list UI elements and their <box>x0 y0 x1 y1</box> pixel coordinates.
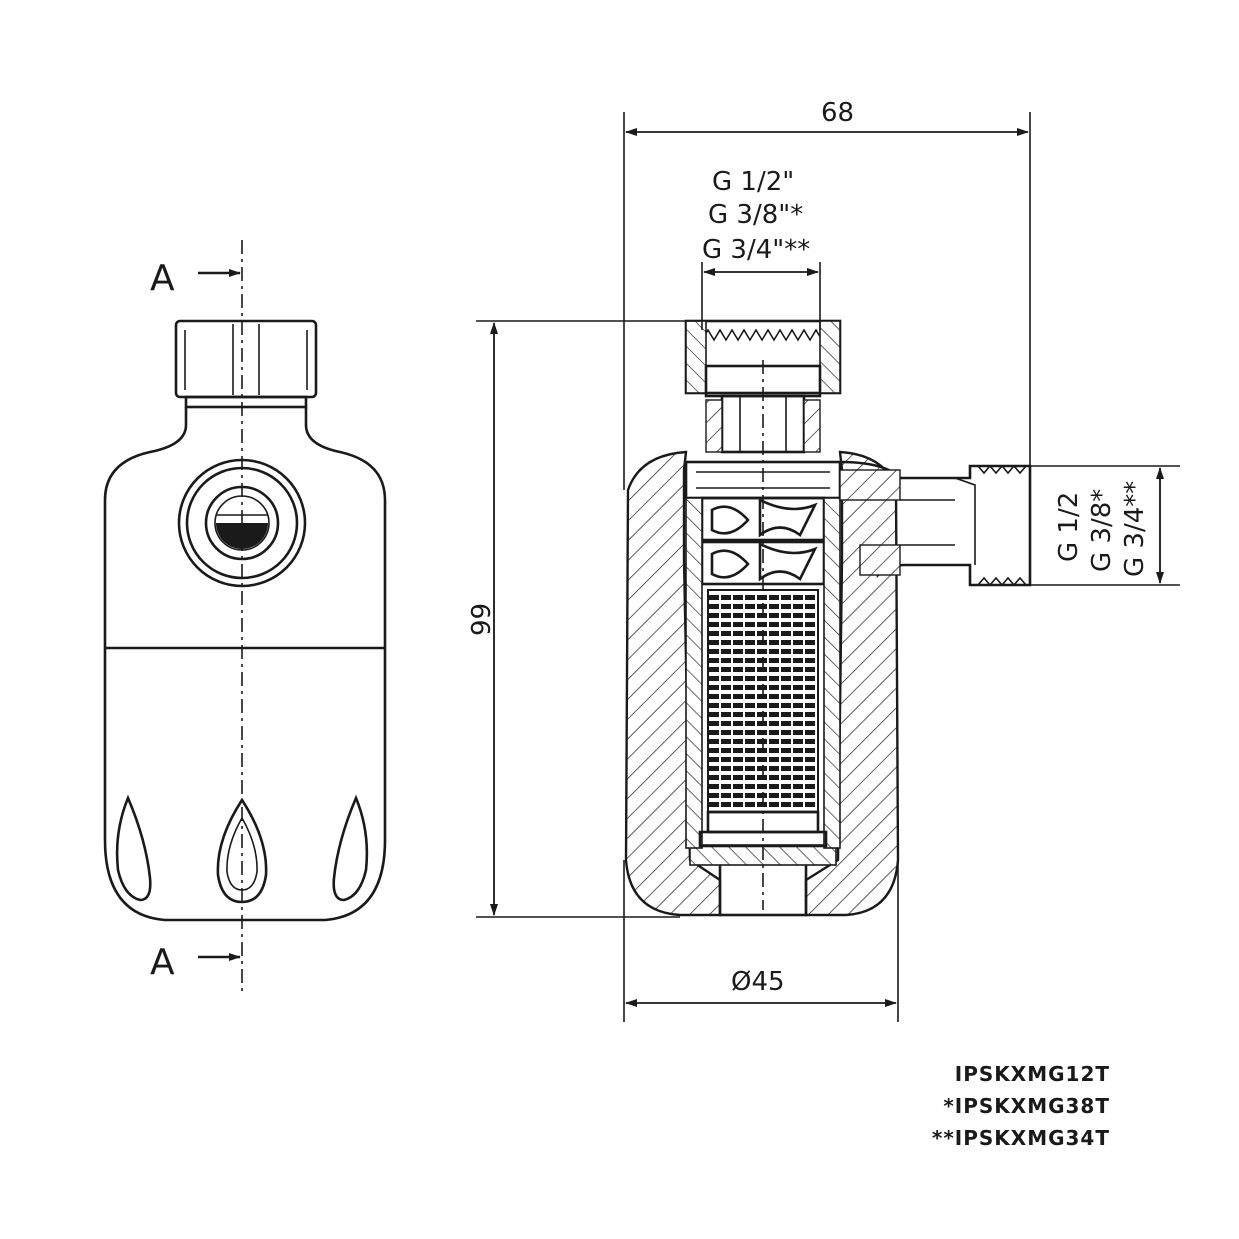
section-view <box>624 319 1032 917</box>
section-marker-top: A <box>150 258 241 299</box>
dim-height-label: 99 <box>467 603 497 636</box>
side-outlet <box>839 460 1032 587</box>
dim-height: 99 <box>467 320 700 918</box>
side-thread-label-1: G 1/2 <box>1054 492 1084 562</box>
dim-top-thread: G 1/2" G 3/8"* G 3/4"** <box>701 167 821 330</box>
top-thread-label-1: G 1/2" <box>712 167 794 197</box>
dim-diameter-label: Ø45 <box>731 967 785 997</box>
front-nut <box>174 319 318 409</box>
front-view: A A <box>103 240 387 995</box>
dim-side-thread: G 1/2 G 3/8* G 3/4** <box>1030 465 1180 586</box>
product-code: IPSKXMG12T <box>954 1062 1110 1086</box>
product-codes: IPSKXMG12T *IPSKXMG38T **IPSKXMG34T <box>860 1058 1110 1154</box>
front-body-outline <box>103 407 387 922</box>
product-code: **IPSKXMG34T <box>931 1126 1110 1150</box>
dim-diameter: Ø45 <box>623 860 899 1022</box>
side-thread-label-3: G 3/4** <box>1120 481 1150 577</box>
side-thread-label-2: G 3/8* <box>1087 489 1117 572</box>
section-label-bottom: A <box>150 942 175 983</box>
dim-width: 68 <box>623 98 1031 490</box>
top-thread-label-3: G 3/4"** <box>702 235 810 265</box>
top-connector <box>684 319 842 454</box>
dimensions: 68 G 1/2" G 3/8"* G 3/4"** 99 Ø45 <box>467 98 1180 1022</box>
product-code: *IPSKXMG38T <box>943 1094 1110 1118</box>
dim-width-label: 68 <box>821 98 854 128</box>
section-label-top: A <box>150 258 175 299</box>
section-marker-bottom: A <box>150 942 241 983</box>
top-thread-label-2: G 3/8"* <box>708 200 803 230</box>
